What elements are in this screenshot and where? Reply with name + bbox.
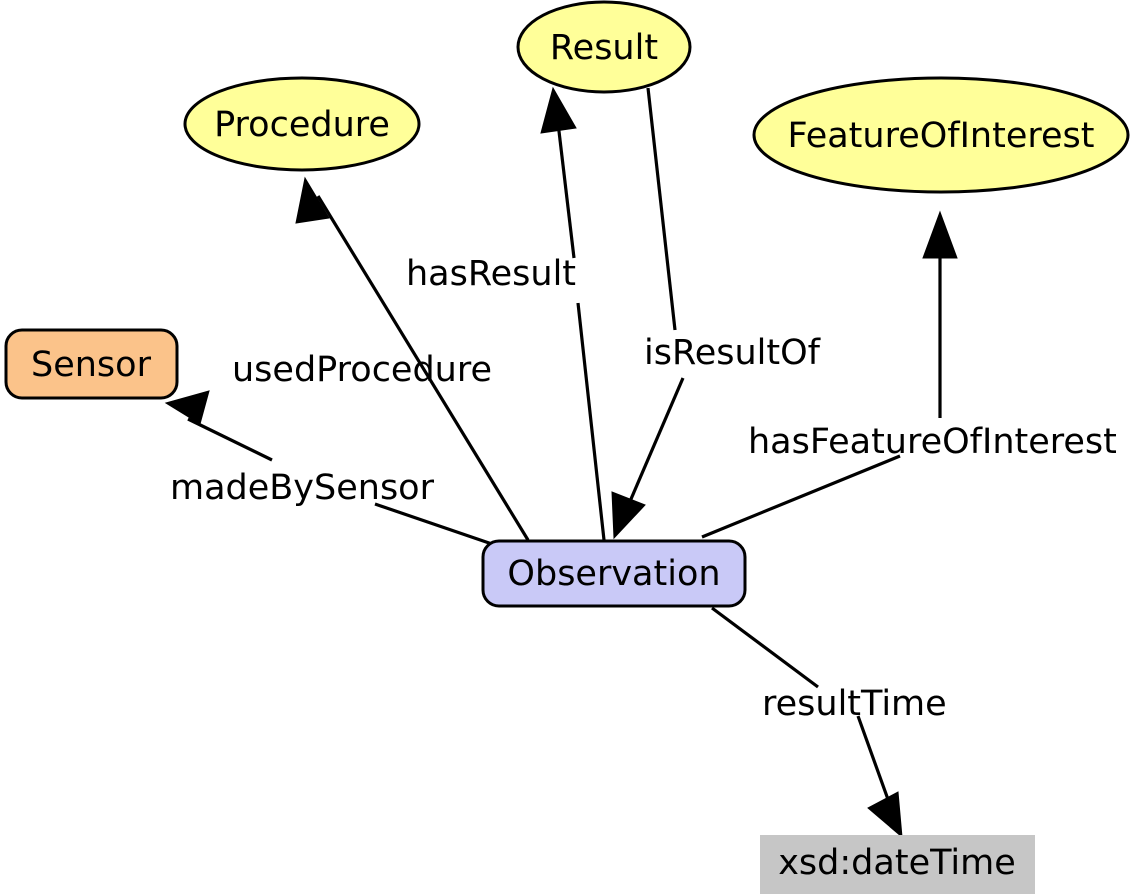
node-sensor[interactable]: Sensor <box>4 328 179 400</box>
arrowhead-hasFeatureOfInterest <box>922 210 958 259</box>
edge-line-madeBySensor-right <box>374 502 493 546</box>
node-feature-of-interest[interactable]: FeatureOfInterest <box>752 76 1130 194</box>
edge-madeBySensor[interactable] <box>164 390 493 546</box>
edge-line-resultTime-lower <box>856 715 892 806</box>
edge-label-madeBySensor: madeBySensor <box>170 468 435 508</box>
feature-of-interest-ellipse <box>752 76 1130 194</box>
arrowhead-hasResult <box>540 86 577 134</box>
edge-isResultOf[interactable] <box>611 87 685 540</box>
arrowhead-usedProcedure <box>295 176 330 224</box>
sensor-box <box>4 328 179 400</box>
xsd-datetime-box <box>760 835 1035 894</box>
observation-box <box>481 539 747 608</box>
arrowhead-isResultOf <box>611 491 646 540</box>
node-xsd-datetime[interactable]: xsd:dateTime <box>760 835 1035 894</box>
observation-label: Observation <box>507 554 720 594</box>
sensor-label: Sensor <box>31 345 152 385</box>
edge-label-hasResult: hasResult <box>406 254 576 294</box>
edge-label-isResultOf: isResultOf <box>644 333 821 373</box>
edge-hasFeatureOfInterest[interactable] <box>701 210 958 539</box>
edge-line-usedProcedure <box>316 195 530 541</box>
arrowhead-resultTime <box>867 791 903 839</box>
edge-line-isResultOf-lower <box>620 377 685 521</box>
edge-label-hasFeatureOfInterest: hasFeatureOfInterest <box>748 422 1117 462</box>
node-result[interactable]: Result <box>516 0 692 94</box>
edge-line-isResultOf-upper <box>646 87 677 331</box>
feature-of-interest-label: FeatureOfInterest <box>787 116 1094 156</box>
edge-line-madeBySensor-left <box>187 417 273 462</box>
edge-label-usedProcedure: usedProcedure <box>232 350 492 390</box>
edge-usedProcedure[interactable] <box>295 176 530 541</box>
edge-line-hasResult-lower <box>576 302 606 541</box>
xsd-datetime-label: xsd:dateTime <box>778 843 1016 883</box>
node-observation[interactable]: Observation <box>481 539 747 608</box>
edge-line-hasFeatureOfInterest-lower <box>701 454 901 539</box>
edge-label-resultTime: resultTime <box>762 684 947 724</box>
result-label: Result <box>550 28 658 68</box>
result-ellipse <box>516 0 692 94</box>
edge-resultTime[interactable] <box>711 606 903 839</box>
edge-line-hasResult-upper <box>554 105 576 259</box>
node-procedure[interactable]: Procedure <box>183 76 421 172</box>
procedure-label: Procedure <box>214 105 390 145</box>
procedure-ellipse <box>183 76 421 172</box>
arrowhead-madeBySensor <box>164 390 210 425</box>
edge-hasResult[interactable] <box>540 86 606 541</box>
edge-line-resultTime-upper <box>711 606 819 689</box>
